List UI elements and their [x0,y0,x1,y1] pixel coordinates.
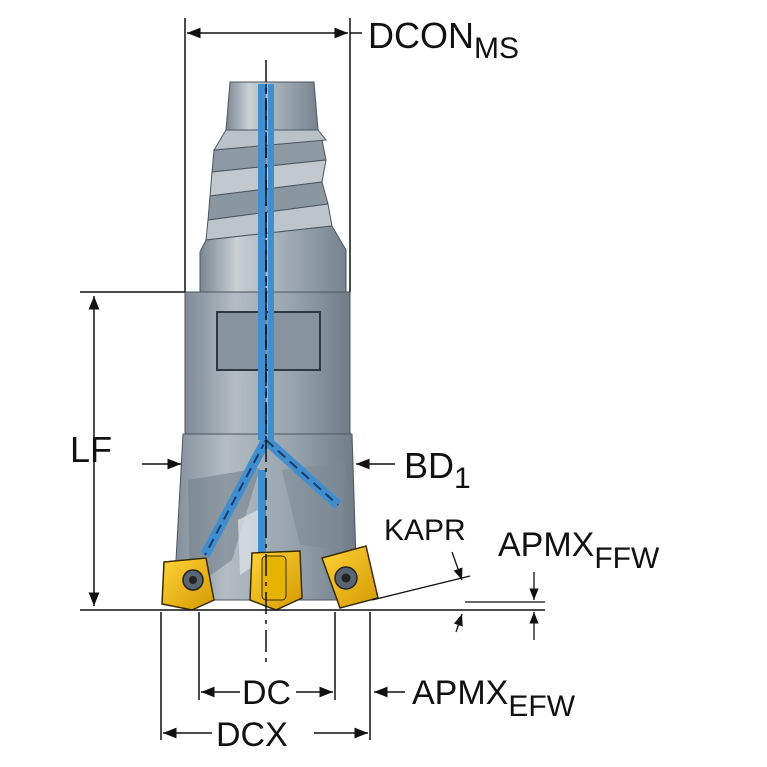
cutting-inserts [161,545,379,611]
label-apmx-ffw: APMXFFW [498,526,660,575]
label-dcon: DCONMS [368,15,519,65]
dimension-apmx-ffw [453,572,545,640]
label-kapr: KAPR [384,514,466,547]
coolant-channels [200,84,342,570]
label-dc: DC [242,674,291,712]
label-dcx: DCX [216,716,288,754]
insert-right [321,545,379,609]
insert-left [161,557,215,611]
insert-center [249,550,303,611]
dimension-kapr [371,551,471,601]
dimension-dcx [160,612,368,740]
label-apmx-efw: APMXEFW [412,674,576,723]
dimension-dc [198,612,336,700]
dimension-apmx-efw [369,612,405,740]
dimension-lf [80,291,545,611]
label-bd: BD1 [404,445,471,495]
label-lf: LF [70,429,112,470]
dimension-dcon [184,18,362,292]
